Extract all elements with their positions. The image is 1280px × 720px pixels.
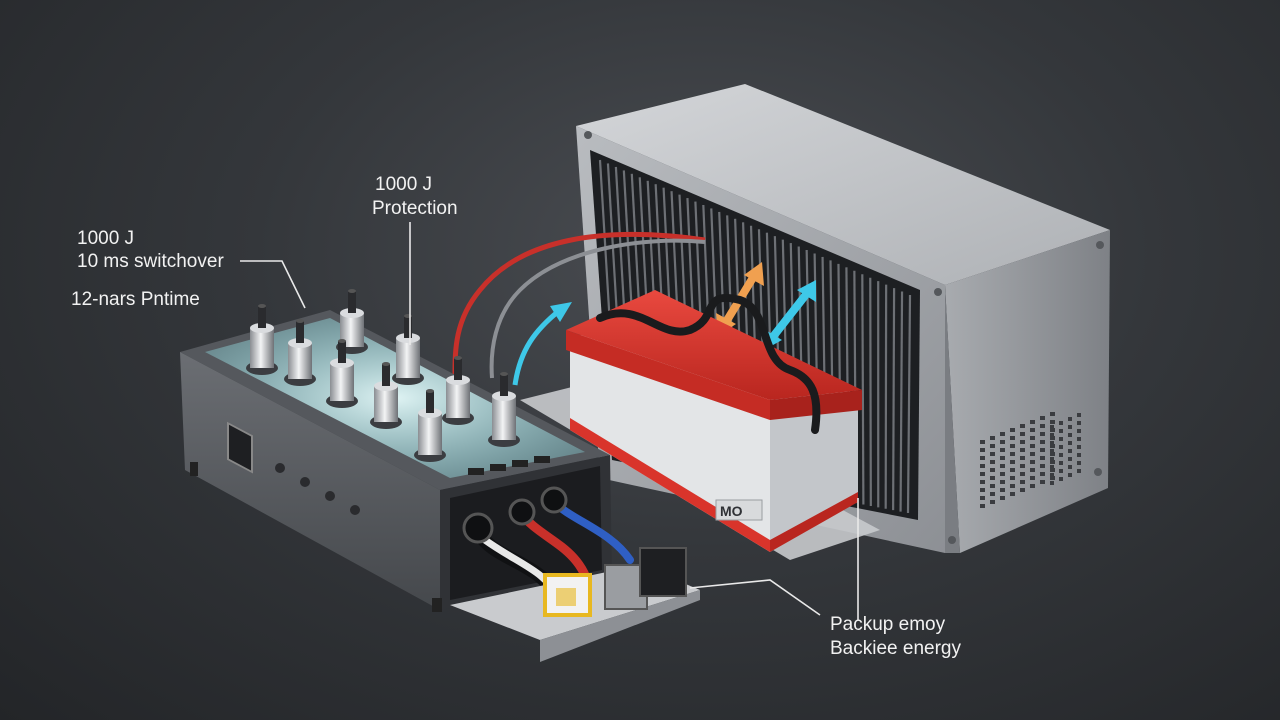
protection-energy-label: 1000 J (375, 174, 433, 195)
backup-energy-label-1: Packup emoy (830, 614, 946, 635)
battery-icon: MO (566, 290, 862, 552)
switchover-time-label: 10 ms switchover (77, 251, 224, 272)
perforation-grid (980, 412, 1081, 508)
power-strip-icon (180, 289, 634, 612)
backup-energy-label-2: Backiee energy (830, 638, 961, 659)
terminal-knobs (246, 289, 520, 462)
runtime-label: 12-nars Pntime (71, 289, 200, 310)
power-cables (452, 231, 706, 386)
plug-tray (450, 547, 700, 662)
leader-lines (240, 222, 859, 620)
battery-badge: MO (720, 503, 743, 519)
protection-label: Protection (372, 198, 458, 219)
switchover-energy-label: 1000 J (77, 228, 135, 249)
